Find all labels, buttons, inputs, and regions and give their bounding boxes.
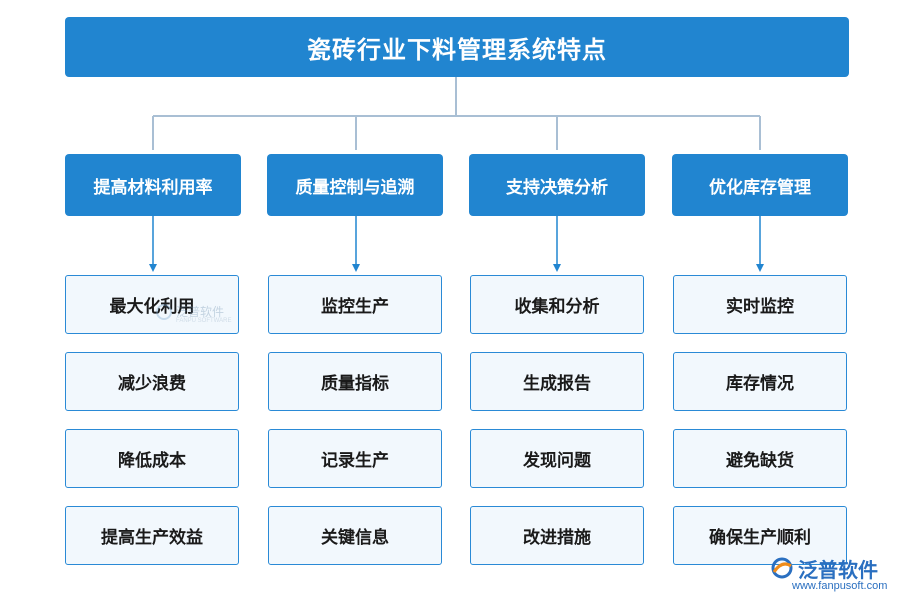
- item-box: 监控生产: [268, 275, 442, 334]
- category-material-utilization: 提高材料利用率: [65, 154, 241, 216]
- item-box: 实时监控: [673, 275, 847, 334]
- watermark-text: 泛普软件: [176, 305, 225, 319]
- logo-url: www.fanpusoft.com: [792, 580, 888, 592]
- watermark-subtext: FANPU SOFTWARE: [176, 318, 232, 324]
- item-box: 确保生产顺利: [673, 506, 847, 565]
- item-box: 最大化利用: [65, 275, 239, 334]
- item-box: 降低成本: [65, 429, 239, 488]
- category-quality-control: 质量控制与追溯: [267, 154, 443, 216]
- category-decision-support: 支持决策分析: [469, 154, 645, 216]
- item-box: 避免缺货: [673, 429, 847, 488]
- category-inventory: 优化库存管理: [672, 154, 848, 216]
- item-box: 发现问题: [470, 429, 644, 488]
- fanpu-logo-icon: [771, 557, 793, 579]
- item-box: 改进措施: [470, 506, 644, 565]
- logo-name: 泛普软件: [798, 558, 878, 582]
- item-box: 质量指标: [268, 352, 442, 411]
- brand-logo: 泛普软件 www.fanpusoft.com: [770, 552, 895, 596]
- item-box: 提高生产效益: [65, 506, 239, 565]
- diagram-title: 瓷砖行业下料管理系统特点: [65, 17, 849, 77]
- item-box: 关键信息: [268, 506, 442, 565]
- item-box: 减少浪费: [65, 352, 239, 411]
- item-box: 记录生产: [268, 429, 442, 488]
- item-box: 库存情况: [673, 352, 847, 411]
- watermark-icon: [156, 304, 172, 320]
- watermark: 泛普软件 FANPU SOFTWARE: [156, 300, 231, 330]
- item-box: 生成报告: [470, 352, 644, 411]
- item-box: 收集和分析: [470, 275, 644, 334]
